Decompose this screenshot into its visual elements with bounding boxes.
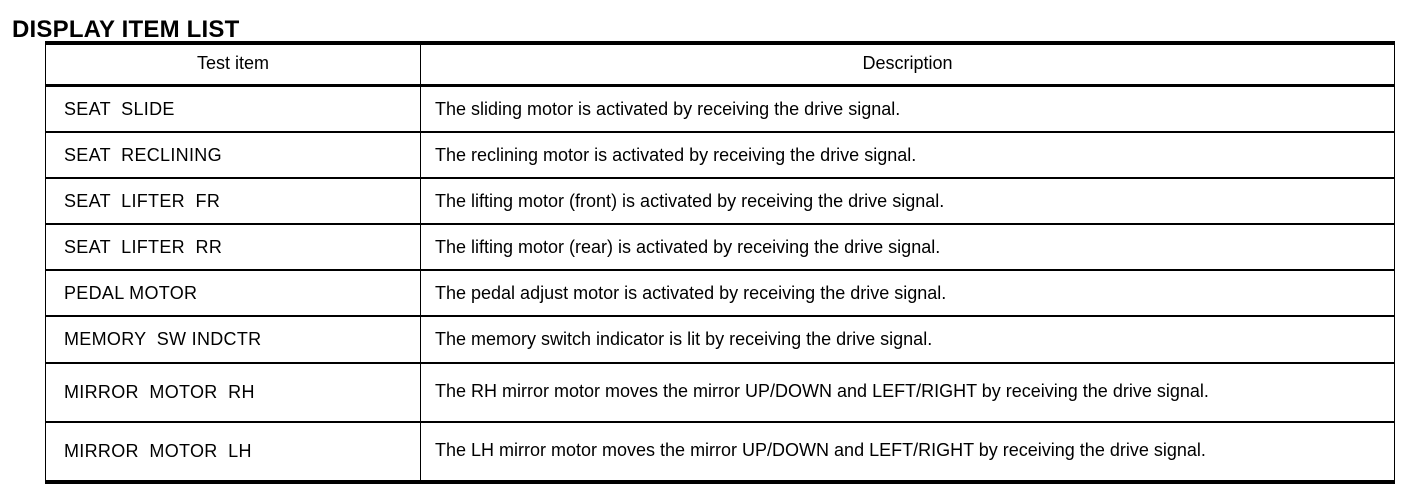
cell-description: The reclining motor is activated by rece… [420, 132, 1395, 180]
cell-test-item: MEMORY SW INDCTR [45, 316, 421, 364]
cell-test-item: PEDAL MOTOR [45, 270, 421, 318]
cell-description: The lifting motor (front) is activated b… [420, 178, 1395, 226]
table-header-row: Test item Description [45, 43, 1395, 87]
table-header: Test item Description [45, 43, 1395, 87]
cell-description: The RH mirror motor moves the mirror UP/… [420, 362, 1395, 423]
cell-test-item: MIRROR MOTOR LH [45, 421, 421, 482]
cell-test-item: SEAT SLIDE [45, 85, 421, 134]
column-header-description: Description [420, 43, 1395, 87]
table-row: MIRROR MOTOR LH The LH mirror motor moves… [45, 421, 1395, 482]
cell-test-item: SEAT LIFTER FR [45, 178, 421, 226]
cell-description: The sliding motor is activated by receiv… [420, 85, 1395, 134]
cell-description: The memory switch indicator is lit by re… [420, 316, 1395, 364]
page-title: DISPLAY ITEM LIST [12, 16, 240, 44]
cell-description: The LH mirror motor moves the mirror UP/… [435, 440, 1206, 461]
cell-test-item: SEAT RECLINING [45, 132, 421, 180]
cell-description: The pedal adjust motor is activated by r… [420, 270, 1395, 318]
cell-test-item: SEAT LIFTER RR [45, 224, 421, 272]
column-header-test-item: Test item [45, 43, 421, 87]
cell-description: The lifting motor (rear) is activated by… [420, 224, 1395, 272]
cell-test-item: MIRROR MOTOR RH [45, 362, 421, 423]
